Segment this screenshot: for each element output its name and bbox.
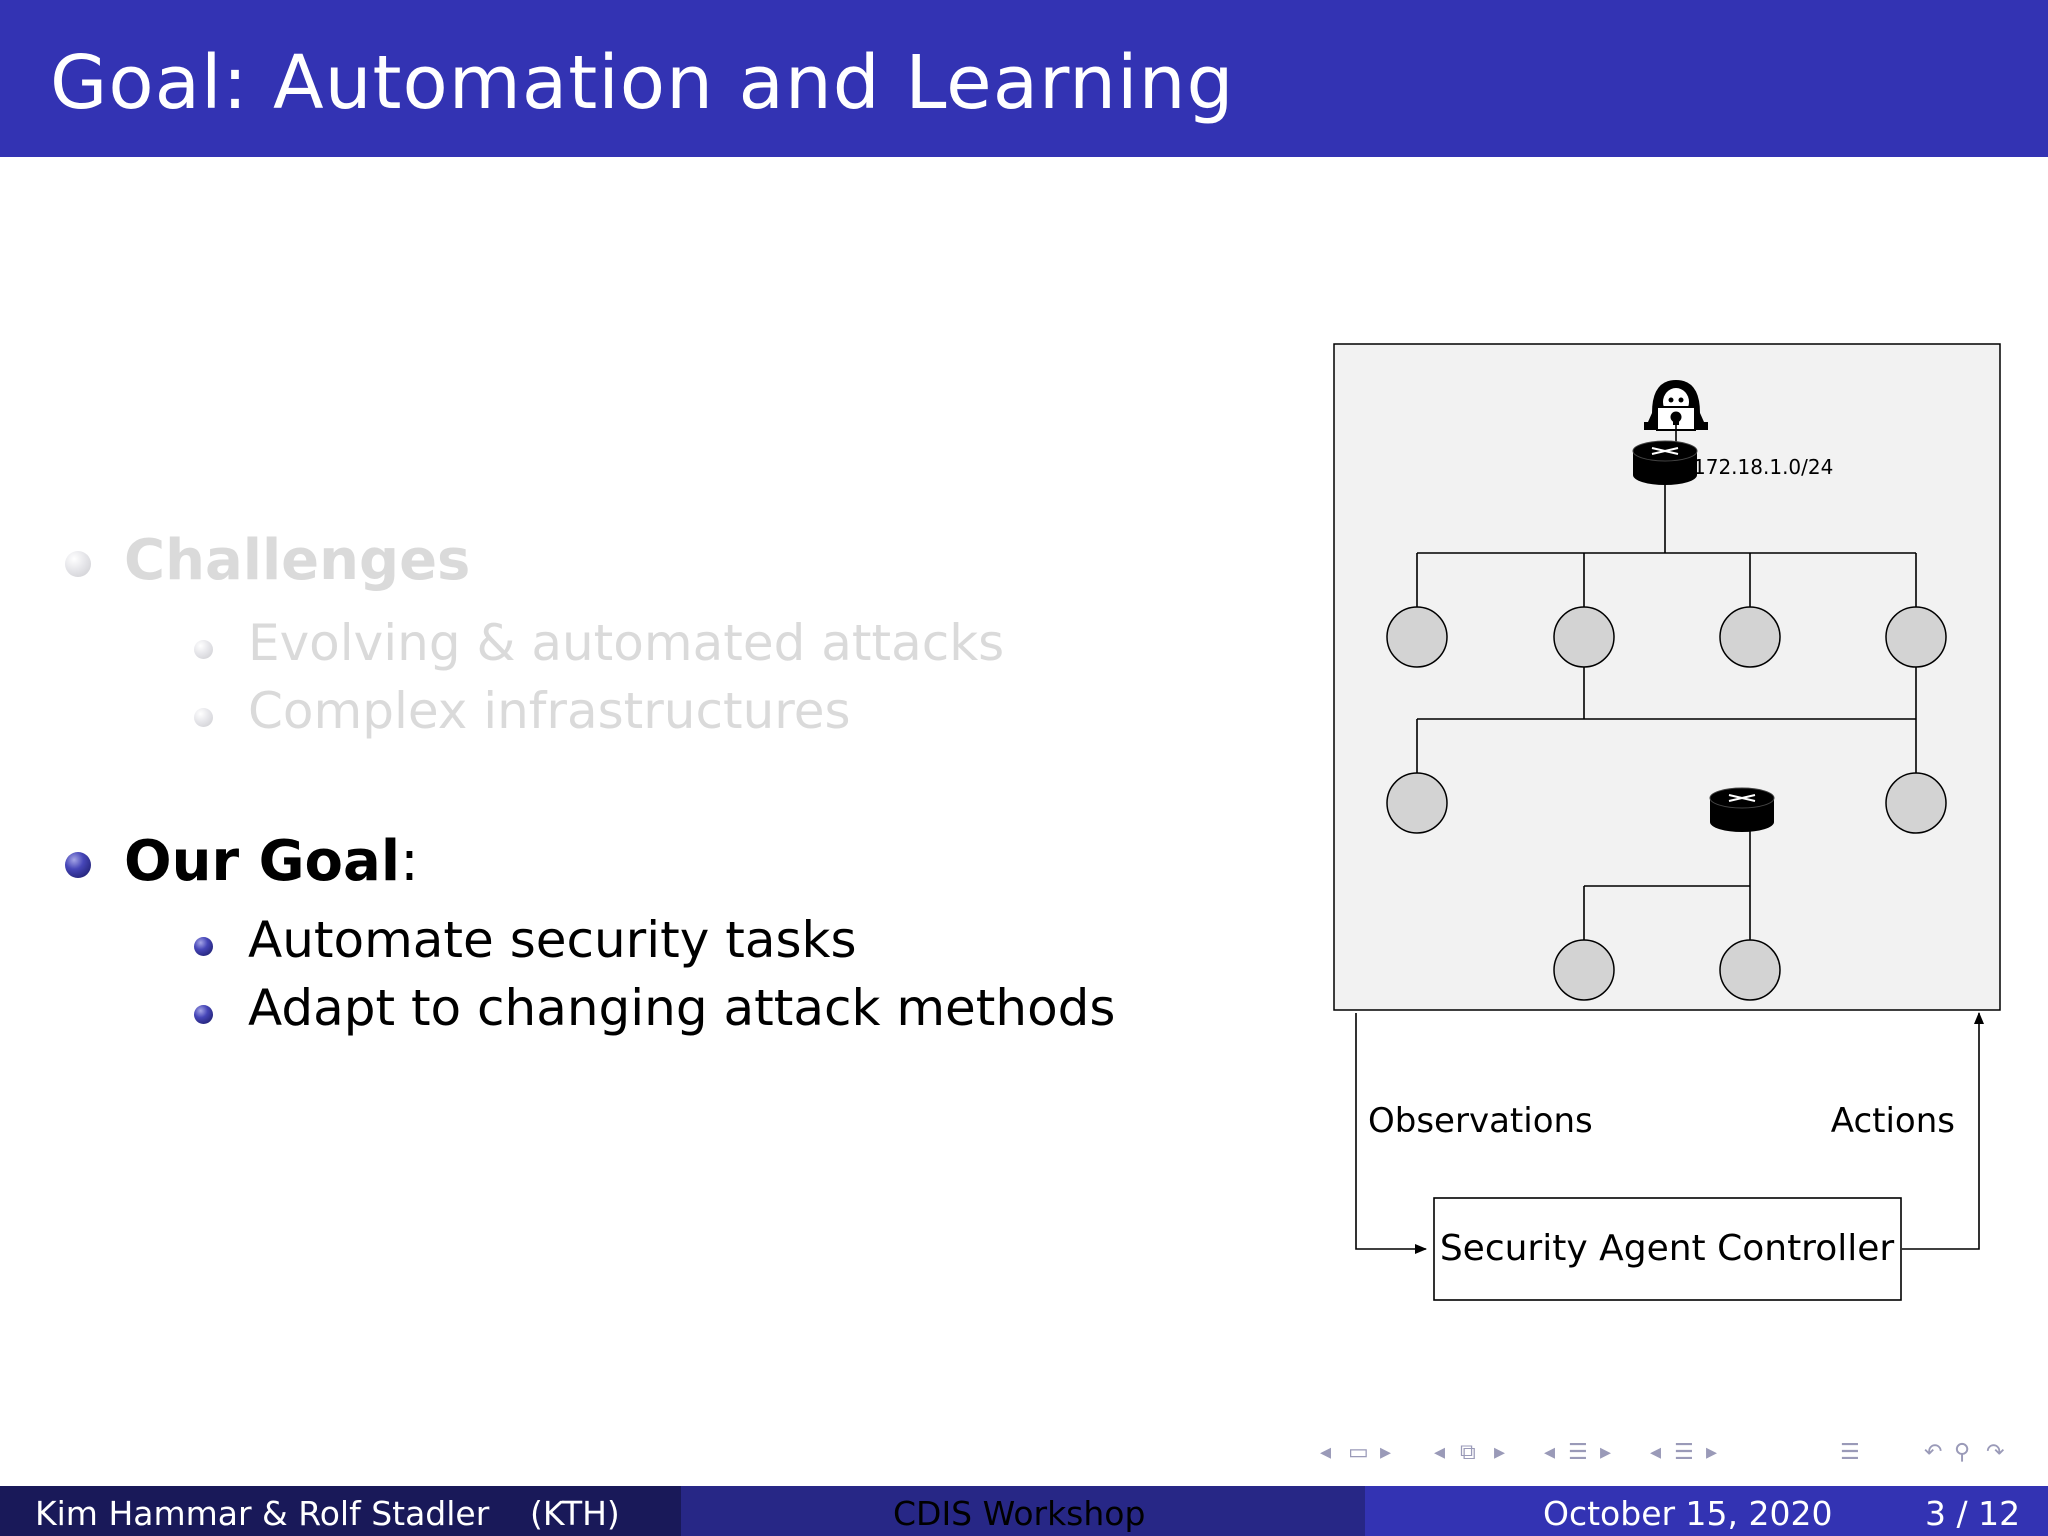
nav-back-icon[interactable]: ↶ xyxy=(1924,1440,1943,1465)
controller-label: Security Agent Controller xyxy=(1440,1228,1895,1269)
challenge-bullet xyxy=(194,708,213,727)
actions-label: Actions xyxy=(1831,1101,1955,1141)
gateway-router-icon xyxy=(1632,440,1698,485)
nav-section-icon[interactable]: ☰ xyxy=(1568,1440,1588,1465)
footer-middle: CDIS Workshop xyxy=(681,1486,1365,1536)
network-diagram-svg: 172.18.1.0/24 Observations Actions Secur… xyxy=(1333,343,2001,1301)
footer-right: October 15, 2020 3 / 12 xyxy=(1365,1486,2048,1536)
nav-document-next-icon[interactable]: ▸ xyxy=(1706,1440,1718,1465)
actions-arrow xyxy=(1902,1012,1984,1250)
host-node xyxy=(1386,772,1448,834)
controller-box xyxy=(1433,1197,1902,1301)
goal-item-bullet xyxy=(194,937,213,956)
slide-title: Goal: Automation and Learning xyxy=(50,40,1235,126)
challenge-item: Complex infrastructures xyxy=(248,682,851,740)
goal-heading: Our Goal: xyxy=(124,829,419,894)
footer-left: Kim Hammar & Rolf Stadler (KTH) xyxy=(0,1486,681,1536)
goal-heading-text: Our Goal xyxy=(124,829,401,894)
host-node xyxy=(1553,939,1615,1001)
goal-bullet xyxy=(65,852,91,878)
footer: Kim Hammar & Rolf Stadler (KTH) CDIS Wor… xyxy=(0,1486,2048,1536)
goal-item: Automate security tasks xyxy=(248,911,857,969)
nav-appendix-icon[interactable]: ☰ xyxy=(1840,1440,1860,1465)
goal-item-bullet xyxy=(194,1005,213,1024)
host-node xyxy=(1885,606,1947,668)
beamer-navigation: ◂ ▭ ▸ ◂ ⧉ ▸ ◂ ☰ ▸ ◂ ☰ ▸ ☰ ↶ ⚲ ↷ xyxy=(1310,1440,2040,1470)
nav-section-next-icon[interactable]: ▸ xyxy=(1600,1440,1612,1465)
footer-date: October 15, 2020 xyxy=(1543,1494,1833,1533)
footer-authors: Kim Hammar & Rolf Stadler xyxy=(35,1494,490,1533)
nav-frame-prev-icon[interactable]: ◂ xyxy=(1320,1440,1332,1465)
host-node xyxy=(1719,606,1781,668)
challenges-bullet xyxy=(65,551,91,577)
challenge-bullet xyxy=(194,640,213,659)
nav-subsection-prev-icon[interactable]: ◂ xyxy=(1434,1440,1446,1465)
host-node xyxy=(1386,606,1448,668)
goal-heading-colon: : xyxy=(400,829,419,894)
challenges-heading: Challenges xyxy=(124,528,471,593)
host-node xyxy=(1553,606,1615,668)
subnet-label: 172.18.1.0/24 xyxy=(1693,455,1833,479)
nav-subsection-icon[interactable]: ⧉ xyxy=(1460,1440,1476,1465)
nav-frame-icon[interactable]: ▭ xyxy=(1348,1440,1369,1465)
internal-router-icon xyxy=(1709,787,1775,832)
nav-forward-icon[interactable]: ↷ xyxy=(1986,1440,2005,1465)
nav-document-icon[interactable]: ☰ xyxy=(1674,1440,1694,1465)
nav-search-icon[interactable]: ⚲ xyxy=(1954,1440,1971,1465)
footer-page-number: 3 / 12 xyxy=(1925,1494,2021,1533)
observations-arrow xyxy=(1355,1013,1427,1254)
observations-label: Observations xyxy=(1368,1101,1593,1141)
network-diagram: 172.18.1.0/24 Observations Actions Secur… xyxy=(1300,330,2020,1330)
nav-subsection-next-icon[interactable]: ▸ xyxy=(1494,1440,1506,1465)
nav-section-prev-icon[interactable]: ◂ xyxy=(1544,1440,1556,1465)
nav-frame-next-icon[interactable]: ▸ xyxy=(1380,1440,1392,1465)
challenge-item: Evolving & automated attacks xyxy=(248,614,1005,672)
host-node xyxy=(1885,772,1947,834)
footer-event: CDIS Workshop xyxy=(893,1494,1146,1533)
host-node xyxy=(1719,939,1781,1001)
nav-document-prev-icon[interactable]: ◂ xyxy=(1650,1440,1662,1465)
goal-item: Adapt to changing attack methods xyxy=(248,979,1116,1037)
footer-affiliation: (KTH) xyxy=(530,1494,620,1533)
title-bar: Goal: Automation and Learning xyxy=(0,0,2048,157)
